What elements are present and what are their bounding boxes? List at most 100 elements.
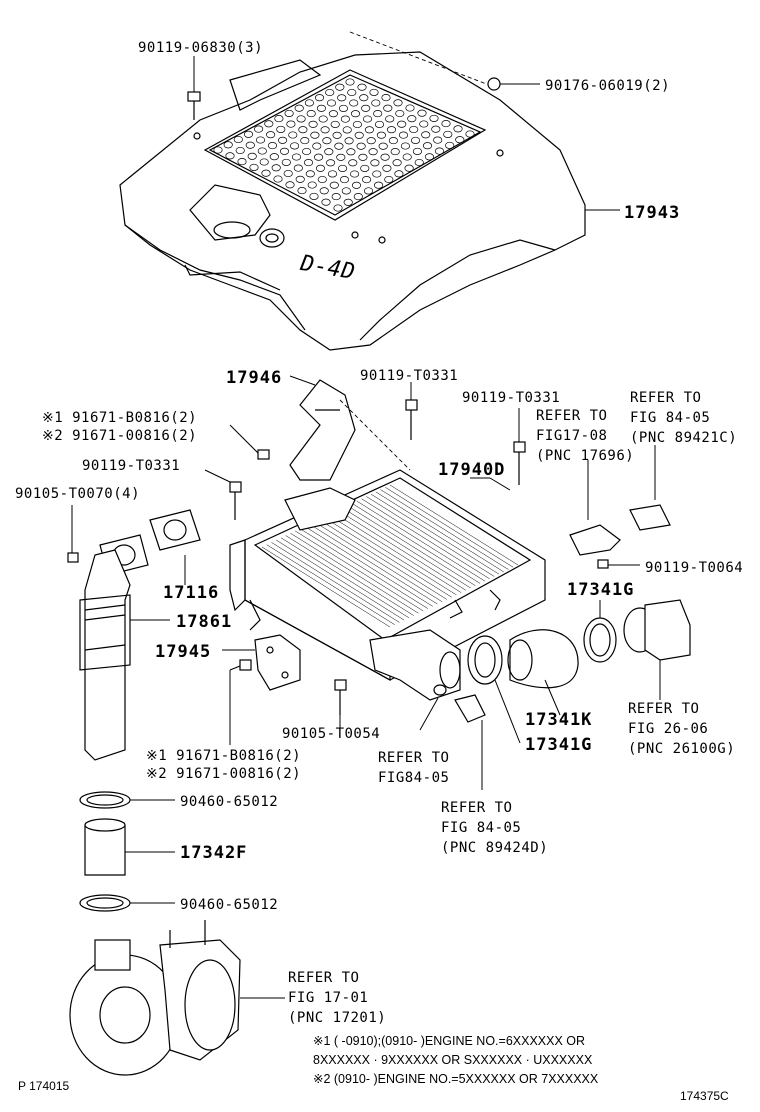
refer-line: FIG 84-05 [441,820,521,836]
mesh-cell [412,147,422,155]
mesh-cell [414,158,424,167]
mesh-cell [363,187,374,195]
mesh-cell [305,170,315,178]
mesh-cell [360,164,370,172]
fin-line [266,544,395,625]
mesh-cell [279,147,290,155]
refer-line: (PNC 17201) [288,1010,386,1026]
mesh-cell [405,104,415,112]
mesh-cell [255,136,266,144]
intercooler-fins [261,484,519,628]
mesh-cell [254,125,264,133]
mesh-cell [213,146,223,154]
mesh-cell [398,131,409,139]
mesh-cell [300,137,310,145]
mesh-cell [322,137,332,145]
mesh-cell [285,181,295,189]
clamp-drawing [79,791,175,809]
mesh-cell [335,83,345,91]
mesh-cell [261,169,271,177]
mesh-cell [443,130,453,138]
mesh-cell [284,109,294,117]
refer-line: REFER TO [378,750,449,766]
clamp-drawing [79,894,175,912]
part-number-17341g: 17341G [567,580,634,600]
fin-line [356,500,485,582]
mesh-cell [350,170,360,178]
mesh-cell [382,164,392,172]
fin-line [285,535,414,616]
part-number-17861: 17861 [176,612,232,632]
part-number-17116: 17116 [163,583,219,603]
mesh-cell [384,175,394,184]
part-number-90105-t0070: 90105-T0070(4) [15,486,140,502]
refer-fig84-05-d: REFER TO FIG 84-05 (PNC 89424D) [441,800,548,856]
fin-line [380,489,509,570]
fin-line [351,503,481,584]
mesh-cell [433,136,443,144]
refer-fig17-08: REFER TO FIG17-08 (PNC 17696) [536,408,634,464]
mesh-cell [317,175,327,184]
mesh-cell [283,169,293,178]
bolt-icon [597,559,640,569]
fin-line [375,491,504,573]
mesh-cell [346,148,356,156]
mesh-cell [373,110,383,118]
refer-line: REFER TO [628,701,699,717]
part-labels: 90119-06830(3) 90176-06019(2) 17943 1794… [15,40,743,913]
part-number-90460-65012: 90460-65012 [180,897,278,913]
mesh-cell [332,131,342,139]
mesh-cell [407,115,417,123]
mesh-cell [271,164,281,172]
fin-line [280,537,410,619]
mesh-cell [380,153,390,161]
mesh-cell [370,159,380,167]
fin-line [347,505,476,586]
refer-line: FIG 17-01 [288,990,368,1006]
mesh-cell [453,125,463,133]
mesh-cell [342,126,352,134]
mesh-cell [245,141,255,149]
mesh-cell [421,131,431,139]
mesh-cell [235,146,245,155]
mesh-cell [394,170,404,178]
turbocharger-drawing [69,920,285,1076]
mesh-cell [419,120,429,128]
mesh-cell [381,94,391,102]
pipe-17861-drawing [79,549,170,761]
note-line-2: 8XXXXXX · 9XXXXXX OR SXXXXXX · UXXXXXX [313,1053,593,1067]
mesh-cell [297,187,307,195]
mesh-cell [233,135,243,144]
refer-fig17-01: REFER TO FIG 17-01 (PNC 17201) [288,970,386,1026]
hex-mesh-grille [213,78,475,212]
fin-line [385,487,514,568]
mesh-cell [374,181,384,189]
fin-line [261,546,391,628]
refer-line: FIG 26-06 [628,721,708,737]
mesh-cell [249,163,259,171]
mesh-cell [344,137,354,145]
mesh-cell [295,175,305,183]
mesh-cell [281,158,291,166]
mesh-cell [395,109,405,118]
mesh-cell [278,136,288,144]
fin-line [370,493,500,575]
fin-line [314,521,443,602]
mesh-cell [341,187,351,195]
mesh-cell [324,148,334,156]
mesh-cell [291,153,302,161]
fin-line [332,512,462,593]
part-number-91671-b0816: ※1 91671-B0816(2) [42,410,197,426]
fin-line [271,542,400,623]
mesh-cell [325,88,335,97]
refer-line: (PNC 17696) [536,448,634,464]
mesh-cell [293,164,303,172]
mesh-cell [357,83,367,91]
mesh-cell [326,159,336,167]
refer-line: REFER TO [288,970,359,986]
mesh-cell [294,104,304,112]
bracket-17946-drawing [289,375,411,481]
mesh-cell [409,125,419,134]
part-number-90119-t0331: 90119-T0331 [360,368,458,384]
part-number-17940d: 17940D [438,460,505,480]
